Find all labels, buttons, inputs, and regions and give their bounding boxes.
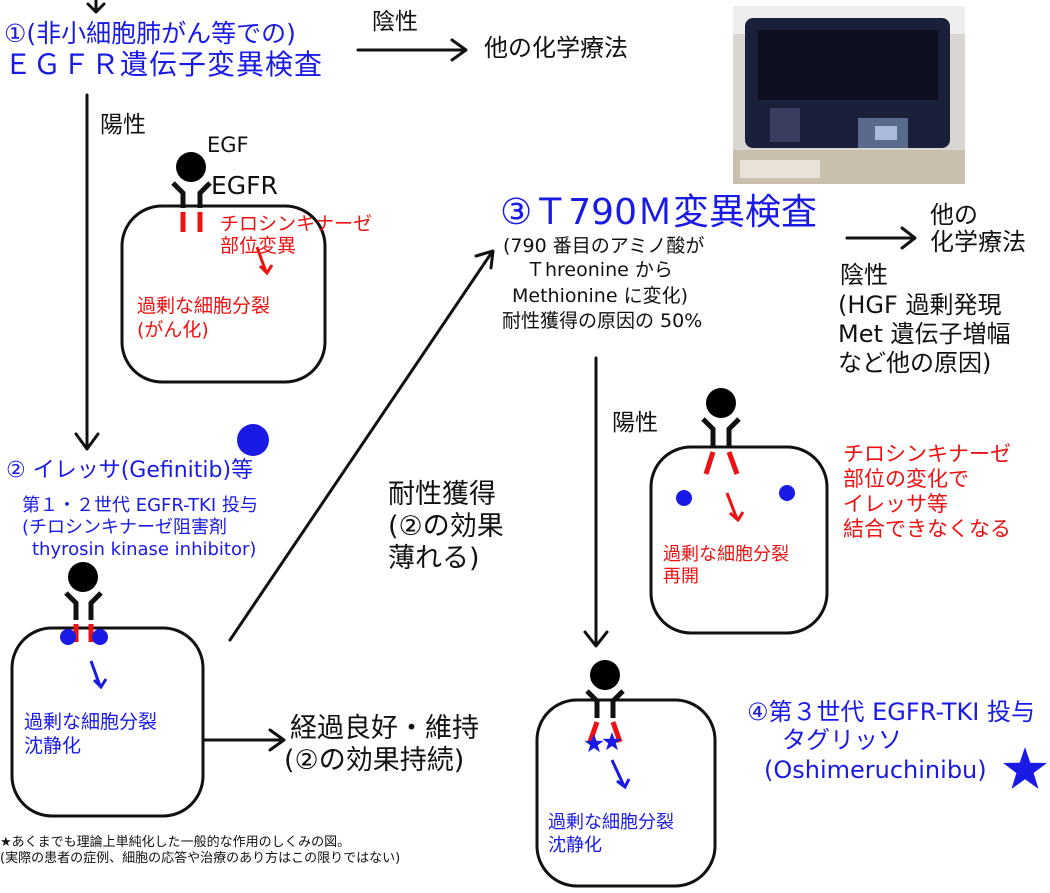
step3-neg-line1: (HGF 過剰発現 <box>838 291 1002 319</box>
cell3-change-line3: イレッサ等 <box>843 492 948 516</box>
bound-drug-star-icon <box>602 732 622 751</box>
egf-ligand <box>176 152 206 182</box>
resistance-line1: 耐性獲得 <box>388 479 496 510</box>
cell-1 <box>120 152 327 384</box>
cell-4 <box>535 660 717 888</box>
resistance-line3: 薄れる) <box>388 543 480 574</box>
instrument-photo <box>733 6 965 184</box>
step1-positive-label: 陽性 <box>100 112 146 138</box>
unbound-drug-dot <box>676 490 692 506</box>
egfr-receptor <box>171 181 212 208</box>
step3-neg-line3: など他の原因) <box>838 349 992 377</box>
step1-negative-label: 陰性 <box>372 9 418 35</box>
step3-line1: (790 番目のアミノ酸が <box>503 235 705 257</box>
drug-dot-icon <box>237 424 269 456</box>
cell4-result-line1: 過剰な細胞分裂 <box>548 812 674 833</box>
step3-line2: Ｔhreonine から <box>526 259 673 281</box>
step3-title: ③Ｔ790Ｍ変異検査 <box>500 192 817 233</box>
cell3-change-line4: 結合できなくなる <box>843 517 1011 541</box>
step3-line3: Methionine に変化) <box>512 285 688 307</box>
step3-neg-line2: Met 遺伝子増幅 <box>838 320 1011 348</box>
cell3-change-line1: チロシンキナーゼ <box>843 442 1011 466</box>
signal-arrow-3 <box>725 492 739 520</box>
step4-title: ④第３世代 EGFR-TKI 投与 <box>747 698 1035 726</box>
step3-line4: 耐性獲得の原因の 50% <box>502 310 703 332</box>
signal-arrow-1 <box>255 246 268 273</box>
signal-arrow-2 <box>89 660 102 687</box>
step3-negative-label: 陰性 <box>840 261 888 289</box>
cell1-result-line2: (がん化) <box>137 319 209 341</box>
step3-positive-label: 陽性 <box>612 410 658 436</box>
cell3-result-line1: 過剰な細胞分裂 <box>663 544 789 565</box>
cell4-result-line2: 沈静化 <box>548 835 602 856</box>
cell1-result-line1: 過剰な細胞分裂 <box>137 295 271 317</box>
step1-title-line2: ＥＧＦＲ遺伝子変異検査 <box>4 48 324 81</box>
step1-title-line1: ①(非小細胞肺がん等での) <box>4 19 296 48</box>
bound-drug-star-icon <box>584 734 604 753</box>
footnote-line2: (実際の患者の症例、細胞の応答や治療のあり方はこの限りではない) <box>0 851 401 866</box>
step2-line3: thyrosin kinase inhibitor) <box>32 539 257 560</box>
good-outcome-line2: (②の効果持続) <box>284 745 465 776</box>
cell2-result-line2: 沈静化 <box>24 735 82 757</box>
cell1-mutation-line2: 部位変異 <box>220 235 297 257</box>
step4-line1: タグリッソ <box>782 726 902 754</box>
arrow-resistance <box>228 250 494 642</box>
step2-title: ② イレッサ(Gefinitib)等 <box>6 458 254 483</box>
good-outcome-line1: 経過良好・維持 <box>290 713 479 744</box>
osimertinib-star-icon <box>1003 747 1047 789</box>
cell3-result-line2: 再開 <box>663 566 699 587</box>
cell3-change-line2: 部位の変化で <box>843 467 969 491</box>
step3-other-line1: 他の <box>930 201 978 229</box>
step3-other-line2: 化学療法 <box>930 228 1026 256</box>
cell-2 <box>10 562 205 818</box>
step2-line1: 第１・２世代 EGFR-TKI 投与 <box>22 495 258 516</box>
bound-drug-dot <box>60 629 76 645</box>
egfr-label: EGFR <box>211 171 278 200</box>
footnote-line1: ★あくまでも理論上単純化した一般的な作用のしくみの図。 <box>0 835 351 850</box>
step2-line2: (チロシンキナーゼ阻害剤 <box>22 517 228 538</box>
cell-3 <box>649 388 829 635</box>
resistance-line2: (②の効果 <box>388 511 504 542</box>
cell1-mutation-line1: チロシンキナーゼ <box>220 213 373 235</box>
step4-line2: (Oshimeruchinibu) <box>764 756 987 784</box>
egf-label: EGF <box>207 133 249 157</box>
bound-drug-dot <box>92 629 108 645</box>
step1-other-chemo: 他の化学療法 <box>484 34 628 62</box>
cell2-result-line1: 過剰な細胞分裂 <box>24 711 158 733</box>
top-entry-arrowhead <box>86 2 106 14</box>
signal-arrow-4 <box>610 759 626 787</box>
unbound-drug-dot <box>779 485 795 501</box>
